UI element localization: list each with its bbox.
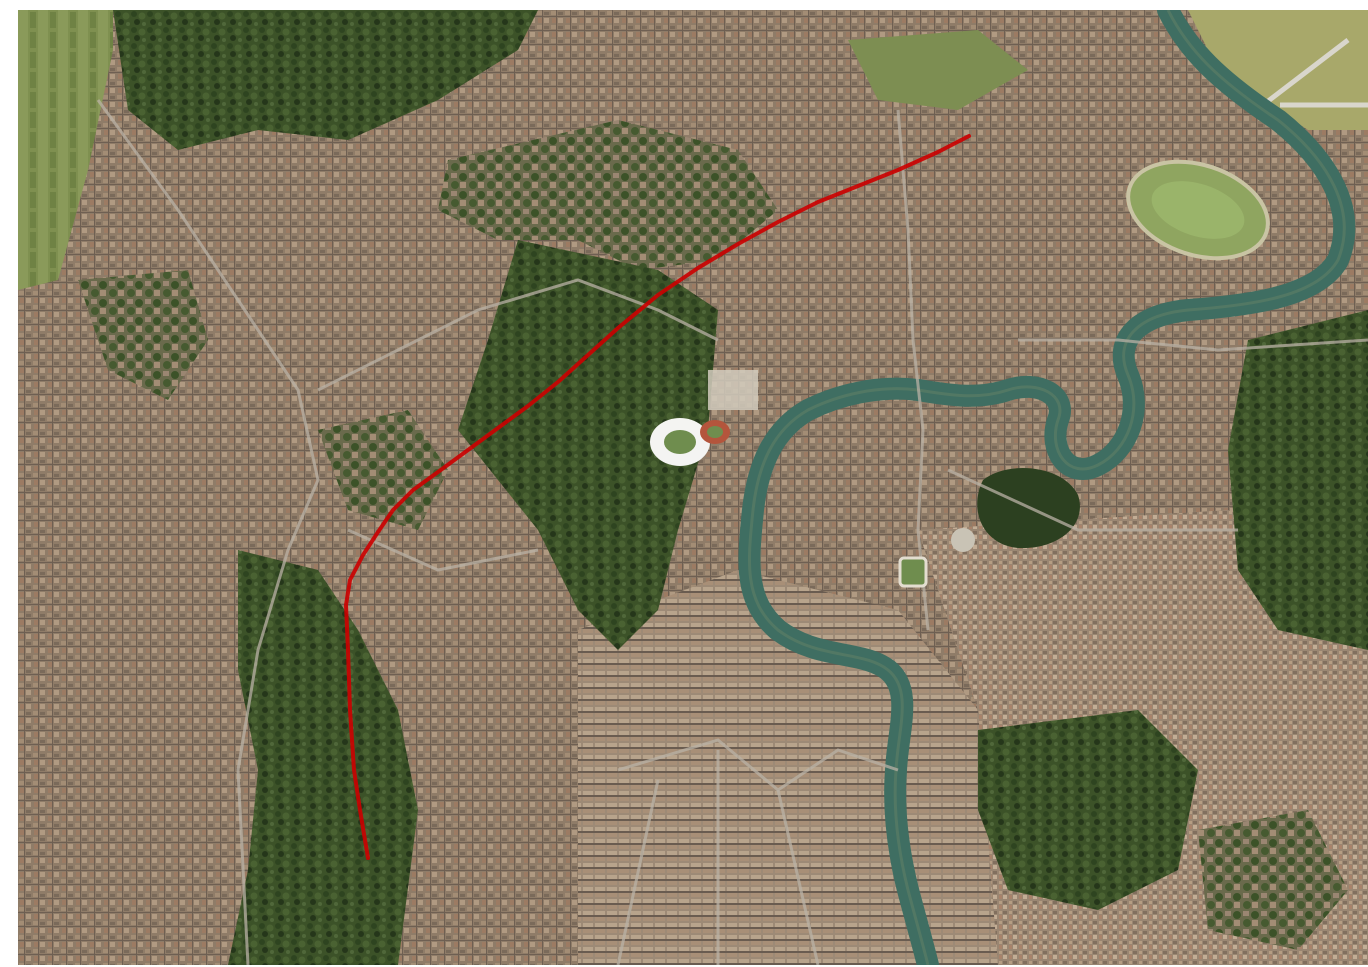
vegetation-park-east: [1228, 310, 1368, 650]
field-area-northwest: [18, 10, 113, 290]
field-area-northeast: [1188, 10, 1368, 130]
road-network: [96, 99, 1368, 965]
map-viewport[interactable]: [18, 10, 1368, 965]
river-bank: [747, 10, 1346, 965]
vegetation-area-north: [113, 10, 538, 150]
athletics-track: [700, 420, 730, 444]
route-line[interactable]: [344, 134, 971, 860]
stadium-icon: [650, 418, 710, 466]
vegetation-area-midwest: [318, 410, 448, 530]
racecourse-icon: [1126, 159, 1270, 261]
vegetation-ridge: [458, 240, 718, 650]
vegetation-area-northmid: [438, 120, 778, 270]
satellite-map[interactable]: [18, 10, 1368, 965]
vegetation-area-west: [78, 270, 208, 400]
vegetation-park-southeast: [978, 710, 1198, 910]
building-complex-foro: [708, 370, 758, 410]
stadium-flaminio: [898, 556, 928, 588]
sports-dome: [951, 528, 975, 552]
vegetation-park-south: [1198, 810, 1348, 950]
vegetation-valley-west: [228, 550, 418, 965]
field-area-sports: [848, 30, 1028, 110]
runway-icon: [1261, 38, 1368, 108]
